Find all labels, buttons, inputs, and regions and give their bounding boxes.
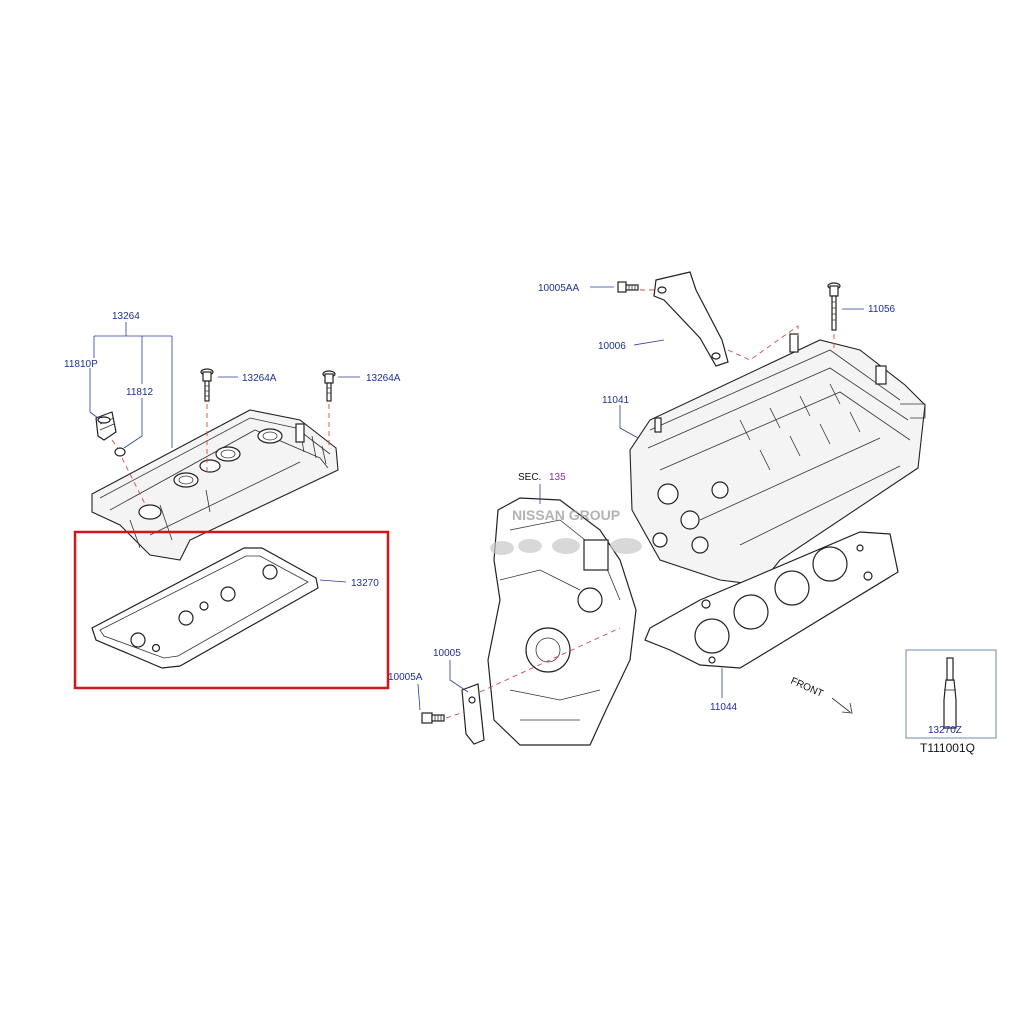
label-11041: 11041 (602, 395, 630, 406)
label-13264A-left: 13264A (242, 373, 277, 384)
o-ring-11812[interactable] (114, 447, 126, 457)
plate-10005[interactable] (461, 683, 485, 745)
label-11812: 11812 (126, 387, 154, 398)
label-10005AA: 10005AA (538, 283, 579, 294)
watermark-text: NISSAN GROUP (512, 507, 620, 523)
label-front: FRONT (789, 676, 825, 700)
label-11810P: 11810P (64, 359, 98, 370)
label-13264: 13264 (112, 311, 140, 322)
label-13270: 13270 (351, 578, 379, 589)
label-13270Z: 13270Z (928, 725, 962, 736)
label-10005: 10005 (433, 648, 461, 659)
cylinder-head-11041[interactable] (629, 333, 926, 586)
bolt-10005A[interactable] (421, 712, 445, 724)
label-10005A: 10005A (388, 672, 423, 683)
front-cover-section-135[interactable] (487, 497, 637, 746)
bolt-11056[interactable] (827, 282, 841, 331)
diagram-code: T111001Q (920, 741, 975, 755)
bracket-10006[interactable] (653, 271, 729, 367)
label-10006: 10006 (598, 341, 626, 352)
rocker-cover-13264[interactable] (91, 409, 339, 561)
highlight-box-13270 (73, 530, 390, 690)
head-gasket-11044[interactable] (644, 531, 899, 669)
label-sec-135[interactable]: 135 (549, 472, 566, 483)
bolt-13264A-right[interactable] (322, 370, 336, 402)
bolt-13264A-left[interactable] (200, 368, 214, 402)
oil-filler-cap-11810P[interactable] (95, 411, 117, 441)
front-direction-arrow (831, 697, 853, 714)
watermark: NISSAN GROUP (490, 507, 642, 555)
label-13264A-right: 13264A (366, 373, 401, 384)
bolt-10005AA[interactable] (617, 281, 639, 293)
rocker-cover-gasket-13270[interactable] (91, 547, 319, 669)
inset-13270Z[interactable] (905, 649, 997, 739)
label-sec-prefix: SEC. (518, 472, 541, 483)
label-11044: 11044 (710, 702, 738, 713)
label-11056: 11056 (868, 304, 896, 315)
